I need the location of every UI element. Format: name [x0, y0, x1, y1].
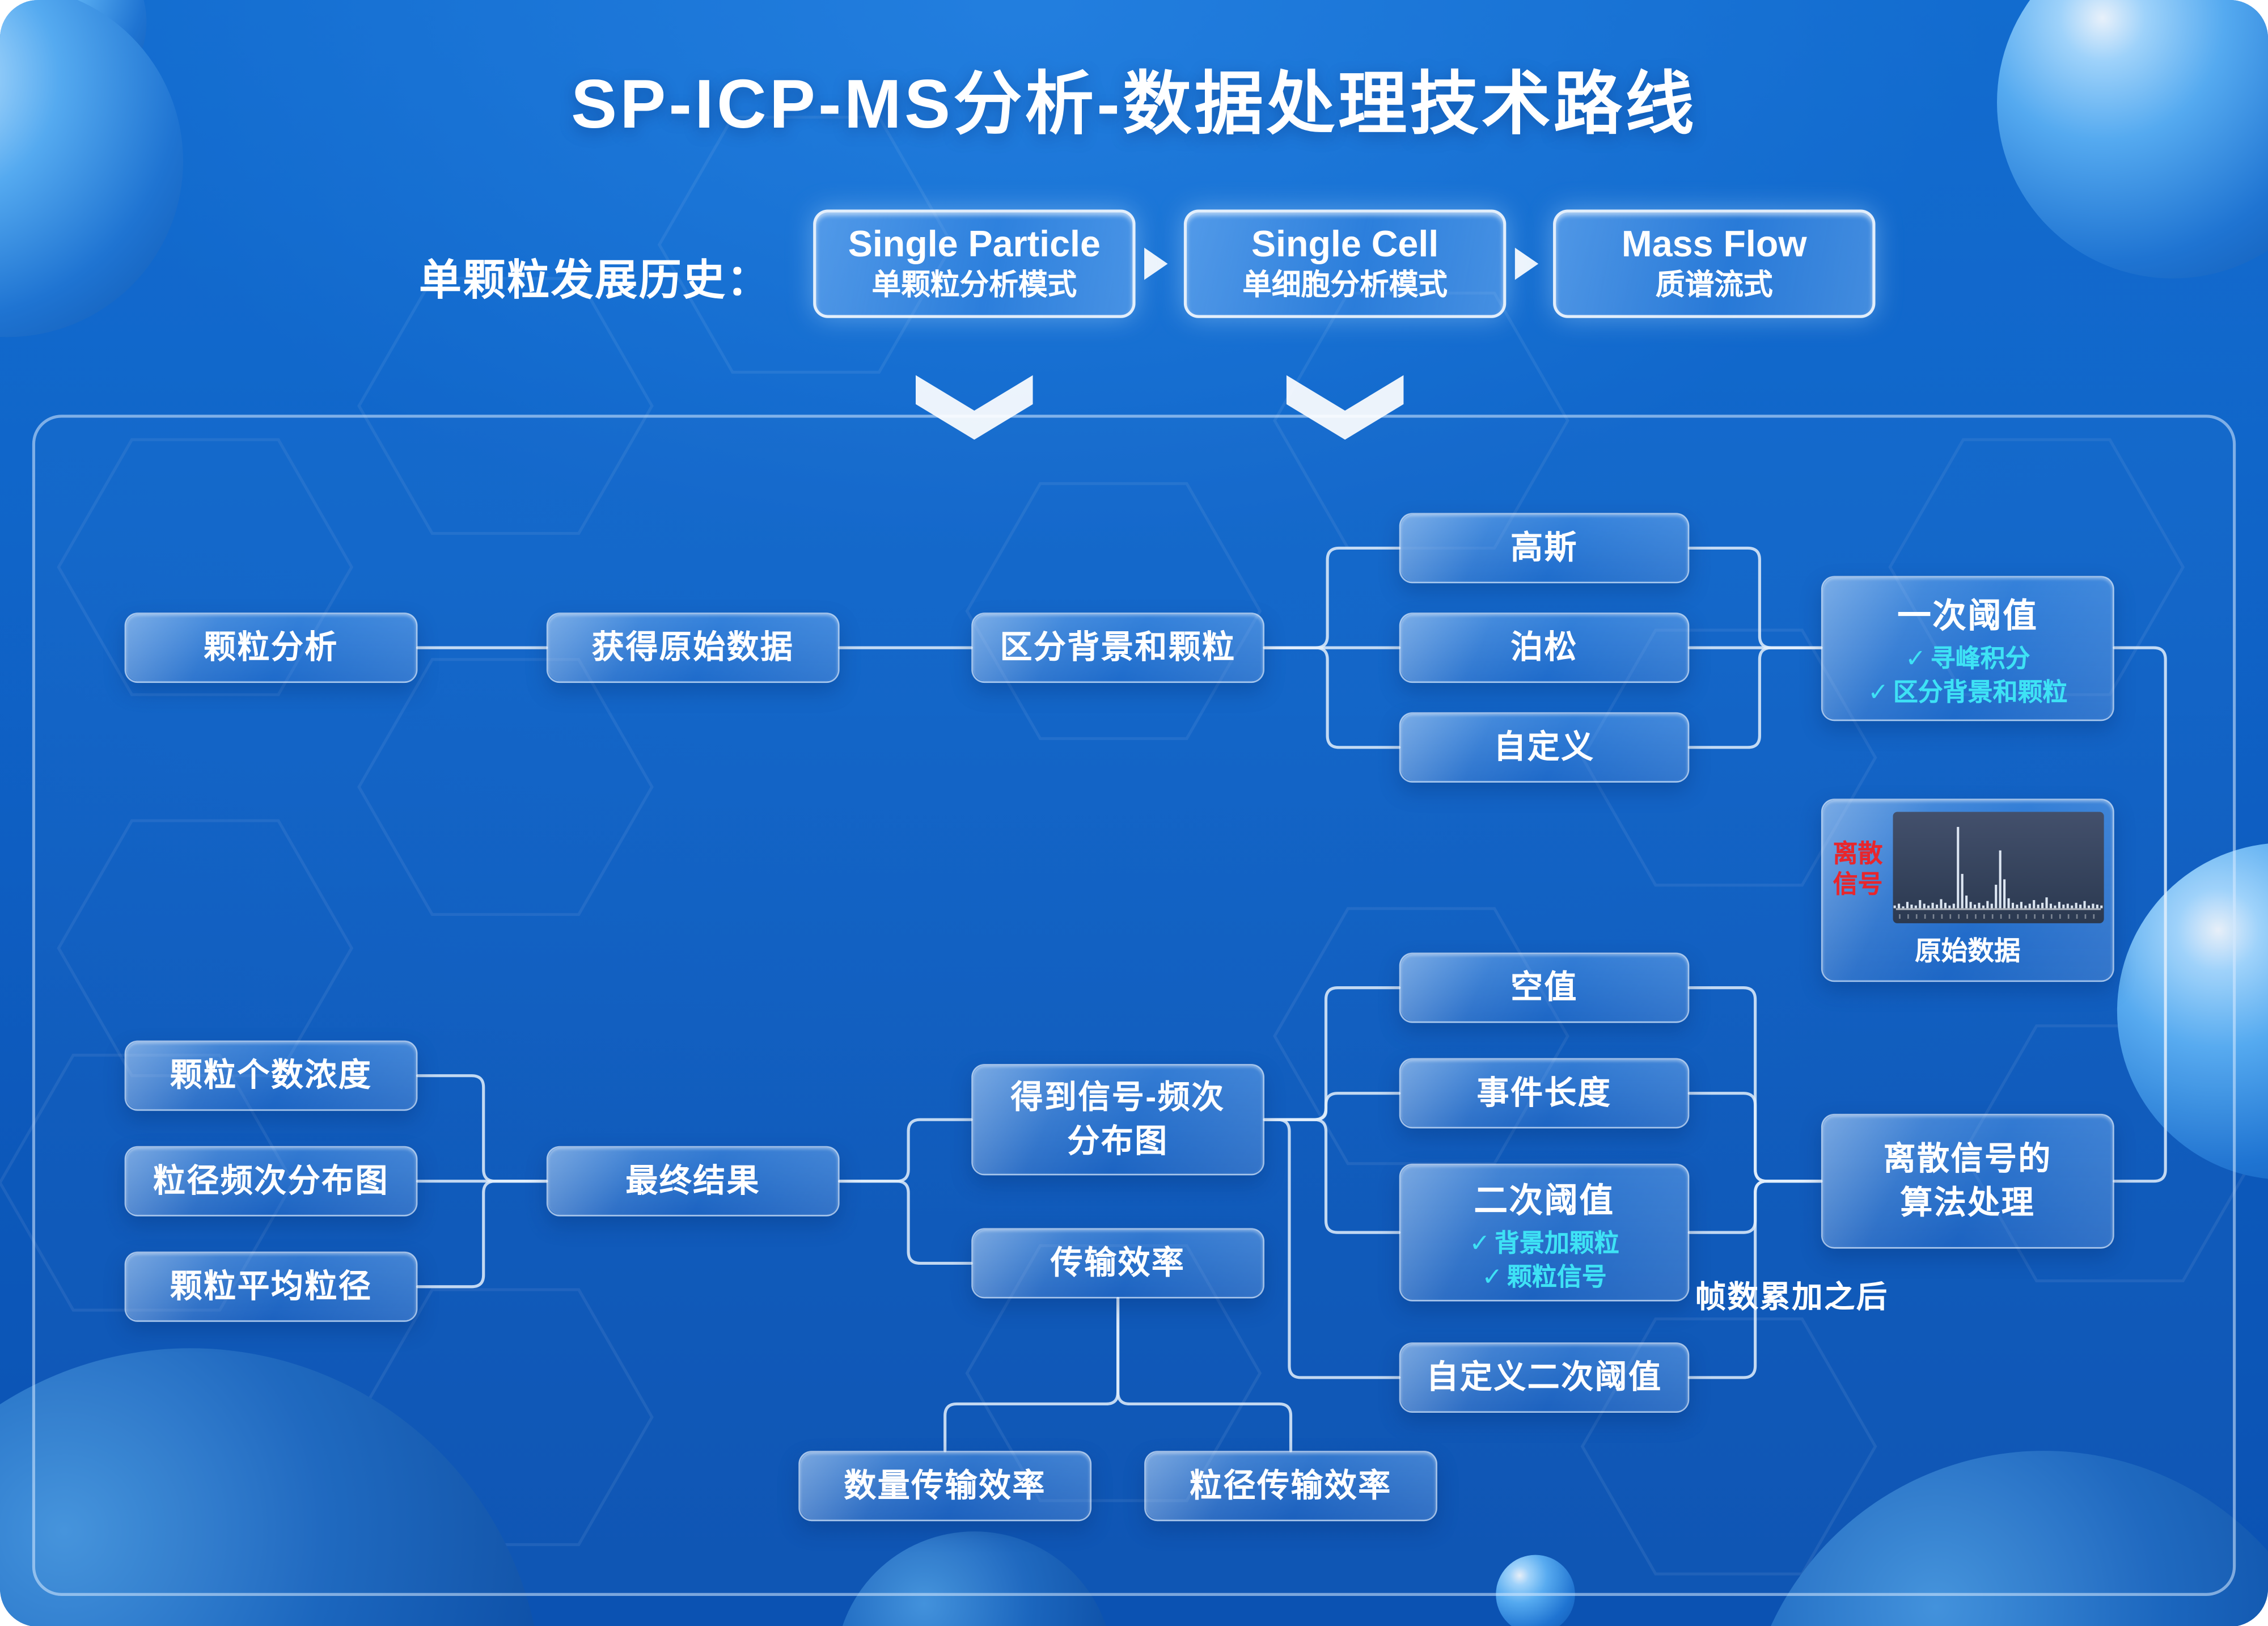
raw-data-thumbnail: 离散 信号 原始数据: [1821, 799, 2114, 982]
node-size-transport-efficiency: 粒径传输效率: [1144, 1451, 1437, 1522]
node-poisson: 泊松: [1399, 613, 1690, 683]
node-label: 分布图: [1067, 1122, 1169, 1159]
node-transport-efficiency: 传输效率: [971, 1228, 1264, 1299]
node-second-threshold: 二次阈值 ✓ 背景加颗粒 ✓ 颗粒信号: [1399, 1163, 1690, 1302]
mode-name-zh: 单颗粒分析模式: [871, 269, 1077, 302]
node-label: 最终结果: [625, 1162, 761, 1199]
discrete-signal-label: 离散 信号: [1833, 838, 1883, 900]
check-label: 颗粒信号: [1507, 1262, 1607, 1291]
node-distinguish-background-particles: 区分背景和颗粒: [971, 613, 1264, 683]
node-get-raw-data: 获得原始数据: [546, 613, 840, 683]
node-label: 高斯: [1510, 529, 1578, 566]
discrete-signal-label-line2: 信号: [1833, 870, 1883, 898]
node-label: 颗粒分析: [204, 628, 338, 666]
node-label: 传输效率: [1050, 1244, 1186, 1281]
node-null-value: 空值: [1399, 952, 1690, 1023]
check-label: 区分背景和颗粒: [1893, 678, 2068, 707]
node-discrete-signal-algorithm: 离散信号的 算法处理: [1821, 1113, 2114, 1249]
node-average-particle-size: 颗粒平均粒径: [124, 1251, 418, 1322]
history-label: 单颗粒发展历史：: [419, 257, 771, 305]
raw-data-chart: [1893, 827, 2103, 919]
node-first-threshold: 一次阈值 ✓ 寻峰积分 ✓ 区分背景和颗粒: [1821, 576, 2114, 721]
node-custom-second-threshold: 自定义二次阈值: [1399, 1342, 1690, 1413]
node-label: 粒径传输效率: [1190, 1467, 1392, 1504]
node-particle-analysis: 颗粒分析: [124, 613, 418, 683]
mode-name-en: Single Cell: [1251, 224, 1439, 265]
node-event-length: 事件长度: [1399, 1058, 1690, 1129]
node-gaussian: 高斯: [1399, 513, 1690, 584]
mode-name-en: Single Particle: [848, 224, 1101, 265]
node-size-frequency-distribution: 粒径频次分布图: [124, 1146, 418, 1217]
check-icon: ✓: [1868, 678, 1889, 707]
check-label: 寻峰积分: [1930, 644, 2030, 673]
raw-data-chart-frame: [1893, 812, 2104, 923]
page-title: SP-ICP-MS分析-数据处理技术路线: [571, 64, 1697, 142]
mode-box-single-cell: Single Cell 单细胞分析模式: [1183, 209, 1507, 318]
node-label: 得到信号-频次: [1010, 1078, 1225, 1116]
node-title: 二次阈值: [1474, 1180, 1615, 1219]
node-label: 自定义二次阈值: [1426, 1358, 1662, 1395]
node-custom: 自定义: [1399, 712, 1690, 783]
mode-box-mass-flow: Mass Flow 质谱流式: [1553, 209, 1876, 318]
check-item: ✓ 寻峰积分: [1905, 642, 2030, 675]
node-label: 空值: [1510, 969, 1578, 1006]
node-label: 数量传输效率: [844, 1467, 1046, 1504]
check-icon: ✓: [1469, 1228, 1491, 1257]
frames-accumulation-note: 帧数累加之后: [1695, 1281, 1889, 1315]
check-item: ✓ 背景加颗粒: [1469, 1226, 1619, 1260]
node-label: 区分背景和颗粒: [1000, 628, 1236, 666]
check-icon: ✓: [1482, 1262, 1503, 1291]
node-label: 算法处理: [1900, 1184, 2036, 1221]
check-item: ✓ 颗粒信号: [1482, 1260, 1606, 1293]
mode-name-zh: 质谱流式: [1655, 269, 1773, 302]
arrow-right-icon: [1514, 247, 1539, 280]
mode-box-single-particle: Single Particle 单颗粒分析模式: [813, 209, 1136, 318]
node-label: 事件长度: [1476, 1074, 1612, 1111]
node-number-transport-efficiency: 数量传输效率: [798, 1451, 1092, 1522]
arrow-right-icon: [1144, 247, 1168, 280]
bubble-decoration: [1496, 1555, 1575, 1626]
check-item: ✓ 区分背景和颗粒: [1868, 675, 2067, 709]
discrete-signal-label-line1: 离散: [1833, 839, 1883, 868]
node-signal-frequency-distribution: 得到信号-频次 分布图: [971, 1063, 1264, 1176]
node-label: 获得原始数据: [591, 628, 794, 666]
node-title: 一次阈值: [1897, 596, 2038, 635]
node-label: 离散信号的: [1883, 1140, 2052, 1177]
mode-name-zh: 单细胞分析模式: [1242, 269, 1448, 302]
raw-data-caption: 原始数据: [1915, 936, 2021, 966]
node-label: 泊松: [1510, 628, 1578, 666]
node-label: 粒径频次分布图: [153, 1162, 390, 1199]
mode-name-en: Mass Flow: [1621, 224, 1807, 265]
node-label: 自定义: [1493, 728, 1595, 765]
node-particle-number-concentration: 颗粒个数浓度: [124, 1040, 418, 1111]
check-icon: ✓: [1905, 644, 1926, 673]
flowchart-panel: [32, 415, 2236, 1596]
node-label: 颗粒平均粒径: [170, 1268, 373, 1304]
node-final-result: 最终结果: [546, 1146, 840, 1217]
node-label: 颗粒个数浓度: [170, 1057, 373, 1093]
check-label: 背景加颗粒: [1495, 1228, 1619, 1257]
